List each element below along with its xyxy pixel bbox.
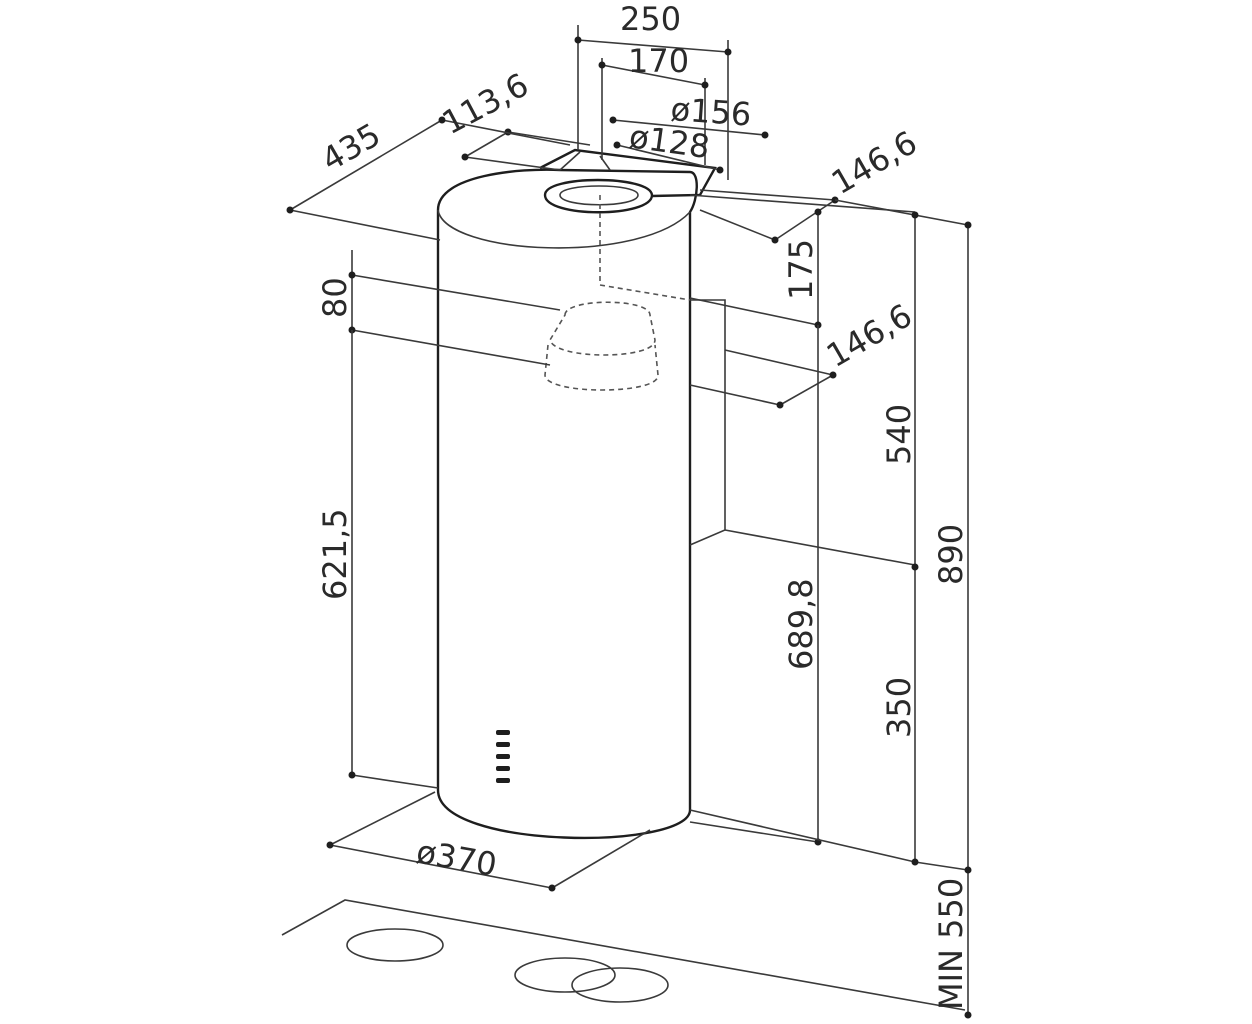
label-113-6: 113,6	[436, 66, 535, 143]
label-170: 170	[628, 42, 689, 80]
label-min-550: MIN 550	[932, 878, 970, 1010]
hood-cylinder	[436, 148, 916, 839]
label-689-8: 689,8	[782, 578, 820, 670]
label-146-6-mid: 146,6	[820, 296, 918, 375]
label-890: 890	[932, 524, 970, 585]
label-dia-156: ø156	[669, 90, 752, 134]
label-250: 250	[620, 0, 681, 38]
burner-3	[571, 967, 669, 1003]
label-350: 350	[880, 677, 918, 738]
motor-dashed	[549, 301, 656, 356]
dimension-lines	[286, 25, 972, 1019]
label-435: 435	[315, 115, 387, 178]
outlet-collar	[543, 178, 654, 214]
dimension-labels: 250 170 ø156 ø128 113,6 435 146,6 175 14…	[315, 0, 970, 1010]
label-621-5: 621,5	[316, 508, 354, 600]
control-buttons	[496, 730, 510, 783]
burner-2	[514, 957, 616, 993]
label-175: 175	[782, 239, 820, 300]
burner-1	[346, 928, 444, 962]
label-146-6-top: 146,6	[825, 123, 923, 202]
hob-worktop	[281, 899, 966, 1011]
label-80: 80	[316, 277, 354, 318]
label-540: 540	[880, 404, 918, 465]
label-dia-370: ø370	[414, 832, 500, 883]
